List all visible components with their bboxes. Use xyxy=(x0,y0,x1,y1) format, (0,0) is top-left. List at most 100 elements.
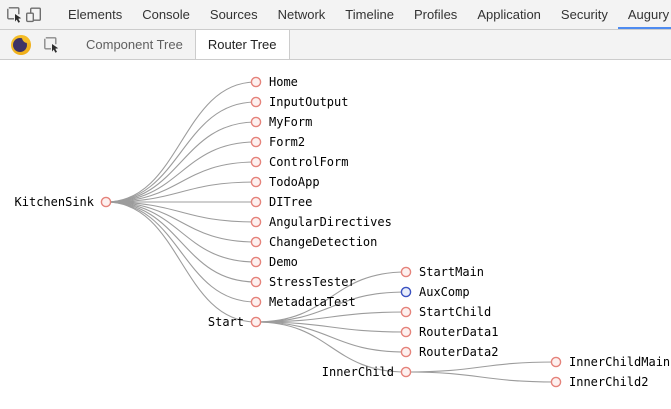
devtools-tab-sources[interactable]: Sources xyxy=(209,7,258,22)
tree-node-label[interactable]: Form2 xyxy=(269,135,305,149)
tree-node-label[interactable]: Start xyxy=(208,315,244,329)
devtools-tab-network[interactable]: Network xyxy=(277,7,326,22)
route-circle[interactable] xyxy=(250,76,262,88)
tree-link xyxy=(105,121,257,203)
tree-node-innerchild2[interactable]: InnerChild2 xyxy=(550,375,648,389)
tree-node-todoapp[interactable]: TodoApp xyxy=(250,175,320,189)
tree-node-startchild[interactable]: StartChild xyxy=(400,305,491,319)
tree-node-label[interactable]: RouterData1 xyxy=(419,325,498,339)
tree-node-startmain[interactable]: StartMain xyxy=(400,265,484,279)
tree-node-controlform[interactable]: ControlForm xyxy=(250,155,348,169)
tree-node-label[interactable]: InnerChild xyxy=(322,365,394,379)
tree-node-label[interactable]: InputOutput xyxy=(269,95,348,109)
inspect-component-button[interactable] xyxy=(39,32,63,58)
tree-node-label[interactable]: AngularDirectives xyxy=(269,215,392,229)
tree-link xyxy=(105,201,257,243)
inspect-element-button[interactable] xyxy=(6,2,23,28)
route-circle[interactable] xyxy=(550,356,562,368)
inspect-component-icon xyxy=(43,36,60,53)
route-circle[interactable] xyxy=(400,306,412,318)
devtools-tab-augury[interactable]: Augury xyxy=(617,0,671,29)
tree-node-innerchild[interactable]: InnerChild xyxy=(322,365,412,379)
route-circle[interactable] xyxy=(250,316,262,328)
tree-node-label[interactable]: TodoApp xyxy=(269,175,320,189)
route-circle[interactable] xyxy=(250,176,262,188)
route-circle[interactable] xyxy=(250,296,262,308)
devtools-tab-elements[interactable]: Elements xyxy=(68,7,123,22)
devtools-tab-security[interactable]: Security xyxy=(560,7,608,22)
tree-link xyxy=(105,141,257,203)
tree-link xyxy=(105,161,257,203)
augury-tab-router-tree[interactable]: Router Tree xyxy=(194,30,290,59)
devtools-tab-timeline[interactable]: Timeline xyxy=(345,7,394,22)
devtools-tab-profiles[interactable]: Profiles xyxy=(413,7,458,22)
tree-node-label[interactable]: RouterData2 xyxy=(419,345,498,359)
tree-node-label[interactable]: MyForm xyxy=(269,115,312,129)
tree-node-auxcomp[interactable]: AuxComp xyxy=(400,285,470,299)
tree-node-metadatatest[interactable]: MetadataTest xyxy=(250,295,356,309)
tree-node-myform[interactable]: MyForm xyxy=(250,115,312,129)
tree-node-form2[interactable]: Form2 xyxy=(250,135,305,149)
tree-node-label[interactable]: Home xyxy=(269,75,298,89)
devtools-tab-bar: Elements Console Sources Network Timeline Pro… xyxy=(58,0,671,29)
tree-node-label[interactable]: InnerChildMain xyxy=(569,355,670,369)
tree-node-home[interactable]: Home xyxy=(250,75,298,89)
aux-route-circle[interactable] xyxy=(400,286,412,298)
tree-link xyxy=(255,271,407,323)
tree-node-label[interactable]: StartChild xyxy=(419,305,491,319)
tree-link xyxy=(105,101,257,203)
tree-node-label[interactable]: ControlForm xyxy=(269,155,348,169)
tree-link xyxy=(255,291,407,323)
tree-node-routerdata1[interactable]: RouterData1 xyxy=(400,325,498,339)
tree-node-label[interactable]: StartMain xyxy=(419,265,484,279)
tree-node-label[interactable]: AuxComp xyxy=(419,285,470,299)
tree-node-changedetection[interactable]: ChangeDetection xyxy=(250,235,377,249)
tree-node-label[interactable]: ChangeDetection xyxy=(269,235,377,249)
tree-link xyxy=(105,201,257,263)
devtools-toolbar: Elements Console Sources Network Timeline Pro… xyxy=(0,0,671,30)
devtools-tab-console[interactable]: Console xyxy=(142,7,190,22)
tree-link xyxy=(255,321,407,373)
tree-node-routerdata2[interactable]: RouterData2 xyxy=(400,345,498,359)
devtools-tab-application[interactable]: Application xyxy=(477,7,541,22)
tree-node-label[interactable]: InnerChild2 xyxy=(569,375,648,389)
tree-node-ditree[interactable]: DITree xyxy=(250,195,312,209)
route-circle[interactable] xyxy=(250,236,262,248)
toggle-device-toolbar-button[interactable] xyxy=(25,2,43,28)
tree-node-demo[interactable]: Demo xyxy=(250,255,298,269)
route-circle[interactable] xyxy=(250,156,262,168)
tree-node-start[interactable]: Start xyxy=(208,315,262,329)
tree-node-label[interactable]: MetadataTest xyxy=(269,295,356,309)
tree-node-label[interactable]: KitchenSink xyxy=(15,195,95,209)
tree-link xyxy=(105,81,257,203)
route-circle[interactable] xyxy=(250,216,262,228)
route-circle[interactable] xyxy=(250,136,262,148)
route-circle[interactable] xyxy=(400,346,412,358)
route-circle[interactable] xyxy=(400,266,412,278)
route-circle[interactable] xyxy=(250,196,262,208)
tree-link xyxy=(255,311,407,323)
tree-node-label[interactable]: StressTester xyxy=(269,275,356,289)
tree-node-innerchildmain[interactable]: InnerChildMain xyxy=(550,355,670,369)
tree-node-angulardirectives[interactable]: AngularDirectives xyxy=(250,215,392,229)
tree-link xyxy=(405,361,557,373)
tree-link xyxy=(105,201,257,303)
tree-node-stresstester[interactable]: StressTester xyxy=(250,275,356,289)
tree-link xyxy=(105,181,257,203)
route-circle[interactable] xyxy=(250,116,262,128)
route-circle[interactable] xyxy=(550,376,562,388)
route-circle[interactable] xyxy=(250,96,262,108)
route-circle[interactable] xyxy=(400,366,412,378)
route-circle[interactable] xyxy=(100,196,112,208)
tree-node-inputoutput[interactable]: InputOutput xyxy=(250,95,348,109)
augury-logo-icon xyxy=(11,34,31,55)
tree-node-label[interactable]: DITree xyxy=(269,195,312,209)
augury-tab-component-tree[interactable]: Component Tree xyxy=(86,37,183,52)
route-circle[interactable] xyxy=(400,326,412,338)
route-circle[interactable] xyxy=(250,276,262,288)
tree-node-kitchensink[interactable]: KitchenSink xyxy=(15,195,112,209)
route-circle[interactable] xyxy=(250,256,262,268)
tree-node-label[interactable]: Demo xyxy=(269,255,298,269)
